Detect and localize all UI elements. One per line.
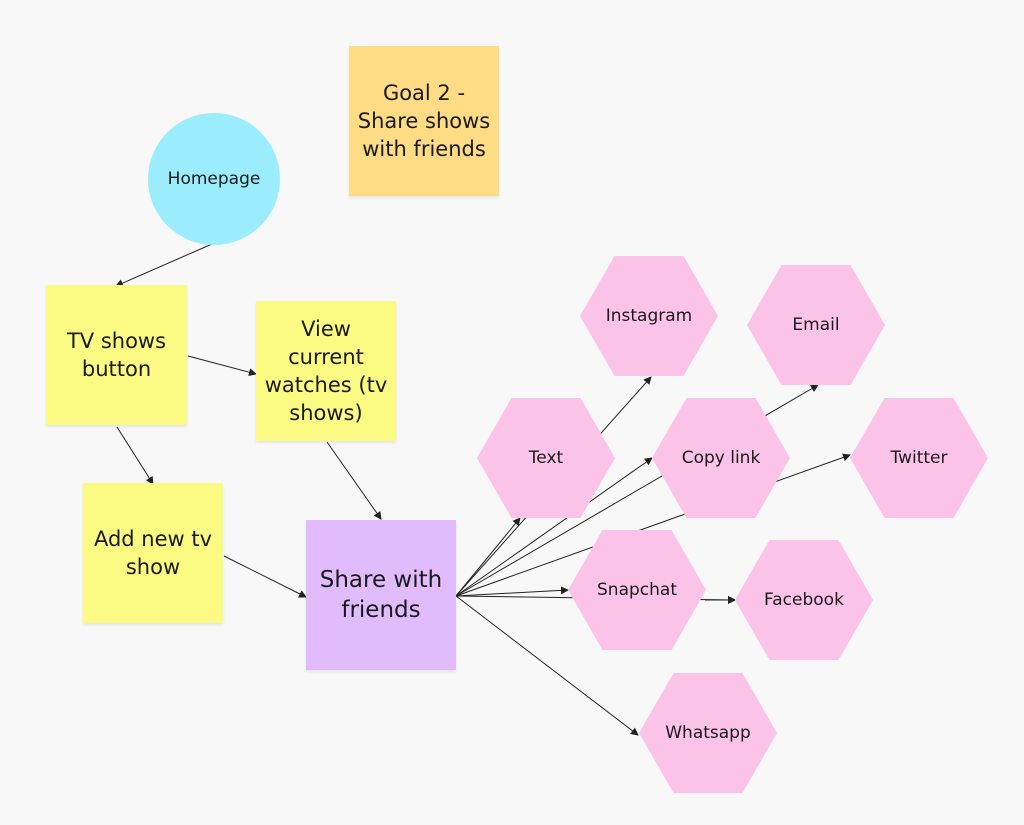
node-email-label: Email <box>792 315 840 335</box>
connector-tv-shows-button-to-add-new-tv-show[interactable] <box>116 426 154 485</box>
node-snapchat[interactable]: Snapchat <box>568 530 706 650</box>
node-homepage-label: Homepage <box>167 169 261 189</box>
node-whatsapp-label: Whatsapp <box>665 723 751 743</box>
connector-homepage-to-tv-shows-button[interactable] <box>115 243 213 287</box>
node-snapchat-label: Snapchat <box>597 580 677 600</box>
node-share-with-friends-label: Share with friends <box>319 567 443 623</box>
node-add-new-tv-show-label: Add new tv show <box>93 527 213 579</box>
node-share-with-friends[interactable]: Share with friends <box>306 520 456 670</box>
node-tv-shows-button[interactable]: TV shows button <box>46 285 187 425</box>
node-twitter-label: Twitter <box>890 448 948 468</box>
node-instagram[interactable]: Instagram <box>580 256 718 376</box>
connector-share-with-friends-to-twitter[interactable] <box>455 453 851 597</box>
node-email[interactable]: Email <box>747 265 885 385</box>
node-tv-shows-button-label: TV shows button <box>66 329 167 381</box>
connector-tv-shows-button-to-view-current-watches[interactable] <box>187 355 257 377</box>
connector-view-current-watches-to-share-with-friends[interactable] <box>326 441 382 520</box>
connector-share-with-friends-to-text[interactable] <box>455 517 521 597</box>
node-copy-link-label: Copy link <box>681 448 761 468</box>
node-view-current-watches-label: View current watches (tv shows) <box>264 317 388 425</box>
node-copy-link[interactable]: Copy link <box>652 398 790 518</box>
node-add-new-tv-show[interactable]: Add new tv show <box>83 483 223 623</box>
node-whatsapp[interactable]: Whatsapp <box>639 673 777 793</box>
goal-sticky-note[interactable]: Goal 2 - Share shows with friends <box>349 46 499 196</box>
node-text-label: Text <box>528 448 564 468</box>
node-view-current-watches[interactable]: View current watches (tv shows) <box>256 301 396 441</box>
node-homepage[interactable]: Homepage <box>148 113 280 245</box>
node-text[interactable]: Text <box>477 398 615 518</box>
node-facebook[interactable]: Facebook <box>735 540 873 660</box>
goal-sticky-note-text: Goal 2 - Share shows with friends <box>357 81 491 161</box>
connector-add-new-tv-show-to-share-with-friends[interactable] <box>223 555 307 598</box>
node-twitter[interactable]: Twitter <box>850 398 988 518</box>
node-facebook-label: Facebook <box>764 590 844 610</box>
connector-share-with-friends-to-whatsapp[interactable] <box>455 595 639 736</box>
connector-share-with-friends-to-snapchat[interactable] <box>455 586 569 597</box>
connector-share-with-friends-to-copy-link[interactable] <box>455 457 653 597</box>
node-instagram-label: Instagram <box>605 306 693 326</box>
